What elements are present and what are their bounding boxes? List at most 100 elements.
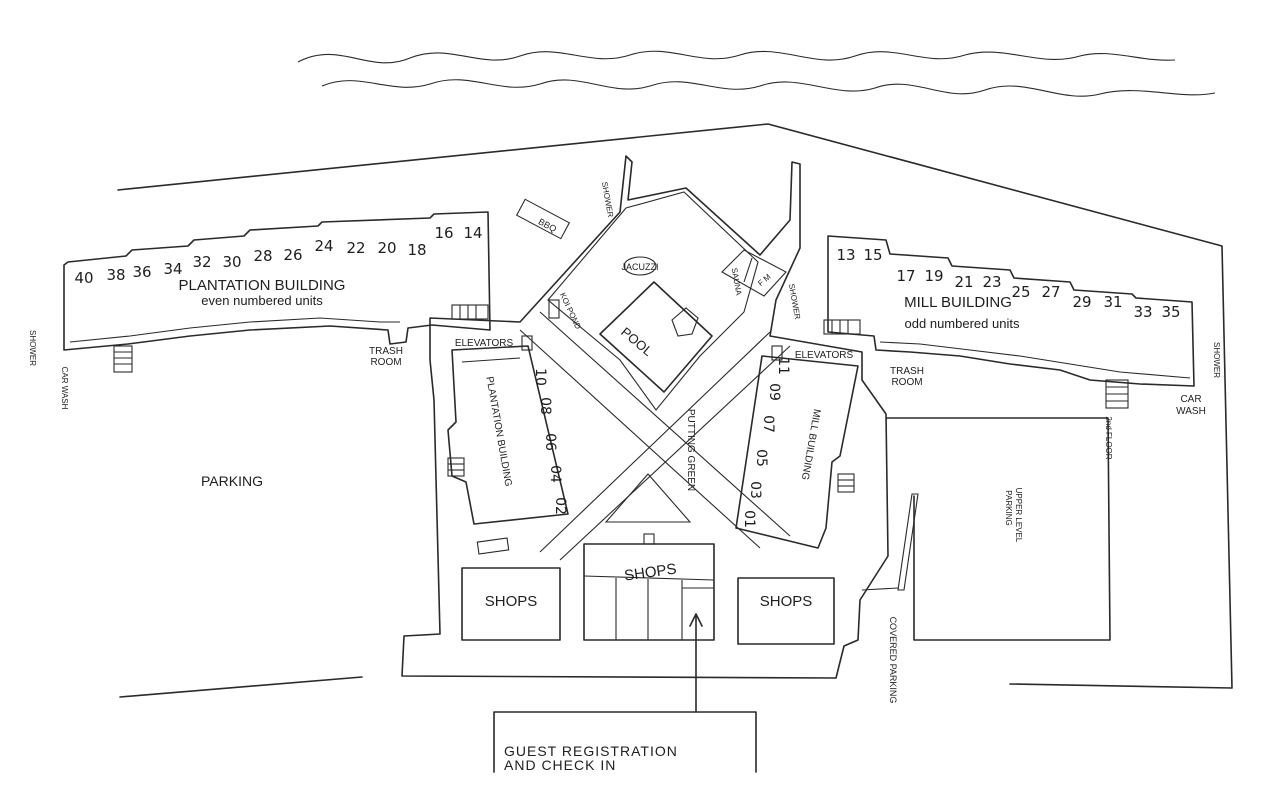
bench-marker (476, 537, 510, 555)
trash-room-label-east-line1: TRASH (890, 366, 924, 377)
west-wing-unit-label: 06 (542, 433, 558, 451)
shower-label-courtyard-east: SHOWER (787, 283, 802, 320)
mill-unit-label: 19 (924, 267, 943, 285)
east-wing-unit-label: 03 (747, 481, 763, 499)
elevator-east (771, 345, 783, 361)
parking-ramp (897, 493, 919, 591)
east-wing-unit-label: 11 (775, 357, 791, 375)
west-wing-unit-label: 08 (537, 397, 553, 415)
bbq-area (515, 198, 571, 240)
property-boundary (117, 123, 1233, 689)
shops-west-label: SHOPS (485, 593, 538, 610)
second-floor-label: 2nd FLOOR (1104, 416, 1113, 459)
parking-label: PARKING (201, 473, 263, 489)
plantation-unit-label: 36 (132, 263, 151, 281)
plantation-unit-label: 32 (192, 253, 211, 271)
mill-unit-label: 25 (1011, 283, 1030, 301)
mill-unit-label: 15 (863, 246, 882, 264)
walkway-nw-se-2 (539, 311, 791, 537)
plantation-unit-label: 30 (222, 253, 241, 271)
mill-unit-label: 31 (1103, 293, 1122, 311)
upper-level-parking-outline (885, 417, 1111, 641)
wave-line-bottom (321, 79, 1216, 97)
courtyard-inner-diamond (547, 191, 759, 411)
covered-parking-label: COVERED PARKING (888, 617, 898, 704)
plantation-building-inner-wall (69, 317, 400, 343)
sauna-divider (743, 257, 753, 283)
mill-unit-label: 13 (836, 246, 855, 264)
mill-building-inner-wall (879, 341, 1191, 379)
west-wing-unit-label: 02 (552, 497, 568, 515)
walkway-ne-sw-2 (559, 345, 791, 561)
shower-label-east: SHOWER (1212, 342, 1221, 378)
fm-label: F M (756, 272, 773, 288)
trash-room-label-west-line2: ROOM (370, 357, 401, 368)
boundary-bottom-left (119, 676, 363, 698)
sauna-room (721, 249, 787, 297)
plantation-stairs-east (451, 304, 489, 320)
putting-green-triangle (604, 473, 692, 523)
plantation-unit-label: 20 (377, 239, 396, 257)
trash-room-label-east-line2: ROOM (891, 377, 922, 388)
west-wing-title: PLANTATION BUILDING (483, 376, 513, 488)
plantation-unit-label: 18 (407, 241, 426, 259)
car-wash-label-east-line1: CAR (1180, 394, 1201, 405)
shower-label-courtyard-west: SHOWER (600, 181, 615, 218)
east-wing-outline (735, 355, 859, 549)
mill-unit-label: 33 (1133, 303, 1152, 321)
west-wing-unit-label: 04 (547, 465, 563, 483)
plantation-unit-label: 22 (346, 239, 365, 257)
plantation-unit-label: 24 (314, 237, 333, 255)
shops-center-label: SHOPS (623, 560, 677, 584)
east-wing-unit-label: 01 (741, 510, 757, 528)
plantation-building-outline (63, 211, 491, 351)
walkway-ne-sw (539, 331, 771, 553)
sauna-label: SAUNA (730, 267, 744, 296)
jacuzzi-outline (623, 256, 657, 276)
mill-unit-label: 29 (1072, 293, 1091, 311)
walkway-nw-se (519, 329, 761, 549)
shops-east (737, 577, 835, 645)
plantation-unit-label: 38 (106, 266, 125, 284)
shops-east-label: SHOPS (760, 593, 813, 610)
putting-green-label: PUTTING GREEN (685, 409, 696, 491)
west-wing-unit-label: 10 (532, 368, 548, 386)
elevator-west (521, 335, 533, 351)
guest-registration-box (493, 711, 757, 773)
mill-unit-label: 27 (1041, 283, 1060, 301)
courtyard-outer-wall (401, 155, 889, 679)
car-wash-label-west: CAR WASH (60, 367, 69, 410)
mill-unit-label: 17 (896, 267, 915, 285)
plantation-stairs-west (113, 345, 133, 373)
plantation-building-title: PLANTATION BUILDING (179, 277, 346, 294)
plantation-unit-label: 34 (163, 260, 182, 278)
jacuzzi-label: JACUZZI (622, 262, 659, 272)
mill-building-title: MILL BUILDING (904, 294, 1012, 311)
pool-label: POOL (618, 324, 655, 359)
mill-building-outline (827, 235, 1195, 387)
west-wing-outline (447, 345, 569, 525)
upper-level-label: UPPER LEVEL (1014, 488, 1023, 543)
elevators-label-west: ELEVATORS (455, 338, 514, 349)
west-wing-stair (447, 457, 465, 477)
mill-unit-label: 21 (954, 273, 973, 291)
mill-stairs-west (823, 319, 861, 335)
plantation-unit-label: 26 (283, 246, 302, 264)
registration-arrow-head (689, 613, 703, 627)
plantation-unit-label: 16 (434, 224, 453, 242)
shops-center (583, 533, 715, 641)
guest-registration-label-line2: AND CHECK IN (504, 757, 616, 773)
east-wing-title: MILL BUILDING (799, 408, 822, 481)
trash-room-label-west-line1: TRASH (369, 346, 403, 357)
wave-line-top (297, 50, 1176, 64)
plantation-unit-label: 14 (463, 224, 482, 242)
plantation-unit-label: 28 (253, 247, 272, 265)
shops-west (461, 567, 561, 641)
east-wing-unit-label: 09 (766, 383, 782, 401)
east-wing-unit-label: 07 (760, 415, 776, 433)
pool-outline (599, 281, 713, 393)
mill-unit-label: 23 (982, 273, 1001, 291)
mill-stairs-east (1105, 379, 1129, 409)
east-wing-stair (837, 473, 855, 493)
